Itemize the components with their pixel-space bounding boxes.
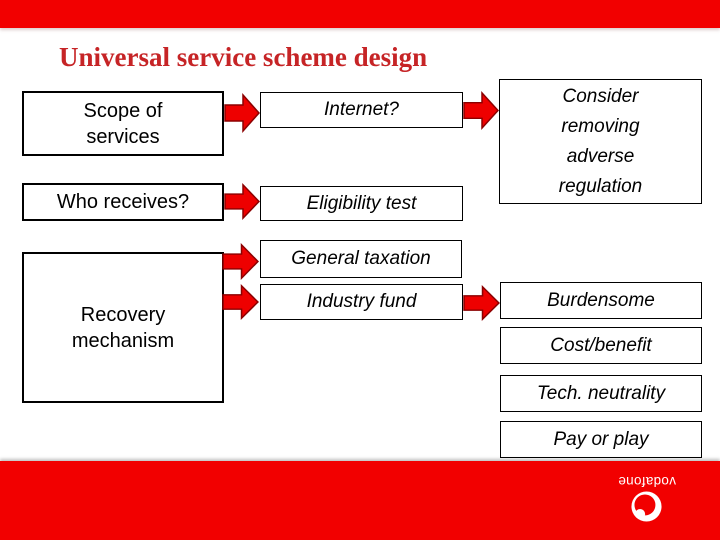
arrow-right-icon: [222, 284, 259, 320]
box-burdensome: Burdensome: [500, 282, 702, 319]
box-scope-of-services: Scope of services: [22, 91, 224, 156]
box-recovery-mechanism: Recovery mechanism: [22, 252, 224, 403]
vodafone-speechmark-icon: [631, 491, 663, 522]
page-title: Universal service scheme design: [59, 42, 428, 72]
box-consider-removing-adverse-regulation: Consider removing adverse regulation: [499, 79, 702, 204]
box-eligibility-test: Eligibility test: [260, 186, 463, 221]
box-general-taxation: General taxation: [260, 240, 462, 278]
arrow-right-icon: [224, 93, 260, 133]
box-cost-benefit: Cost/benefit: [500, 327, 702, 364]
arrow-right-icon: [222, 243, 259, 280]
vodafone-wordmark: vodafone: [618, 474, 676, 489]
box-industry-fund: Industry fund: [260, 284, 463, 320]
arrow-right-icon: [224, 183, 260, 220]
top-red-bar: [0, 0, 720, 28]
box-internet: Internet?: [260, 92, 463, 128]
box-tech-neutrality: Tech. neutrality: [500, 375, 702, 412]
bottom-red-bar: [0, 461, 720, 540]
arrow-right-icon: [463, 285, 500, 321]
box-pay-or-play: Pay or play: [500, 421, 702, 458]
arrow-right-icon: [463, 91, 499, 130]
vodafone-logo: vodafone: [611, 470, 683, 527]
box-who-receives: Who receives?: [22, 183, 224, 221]
